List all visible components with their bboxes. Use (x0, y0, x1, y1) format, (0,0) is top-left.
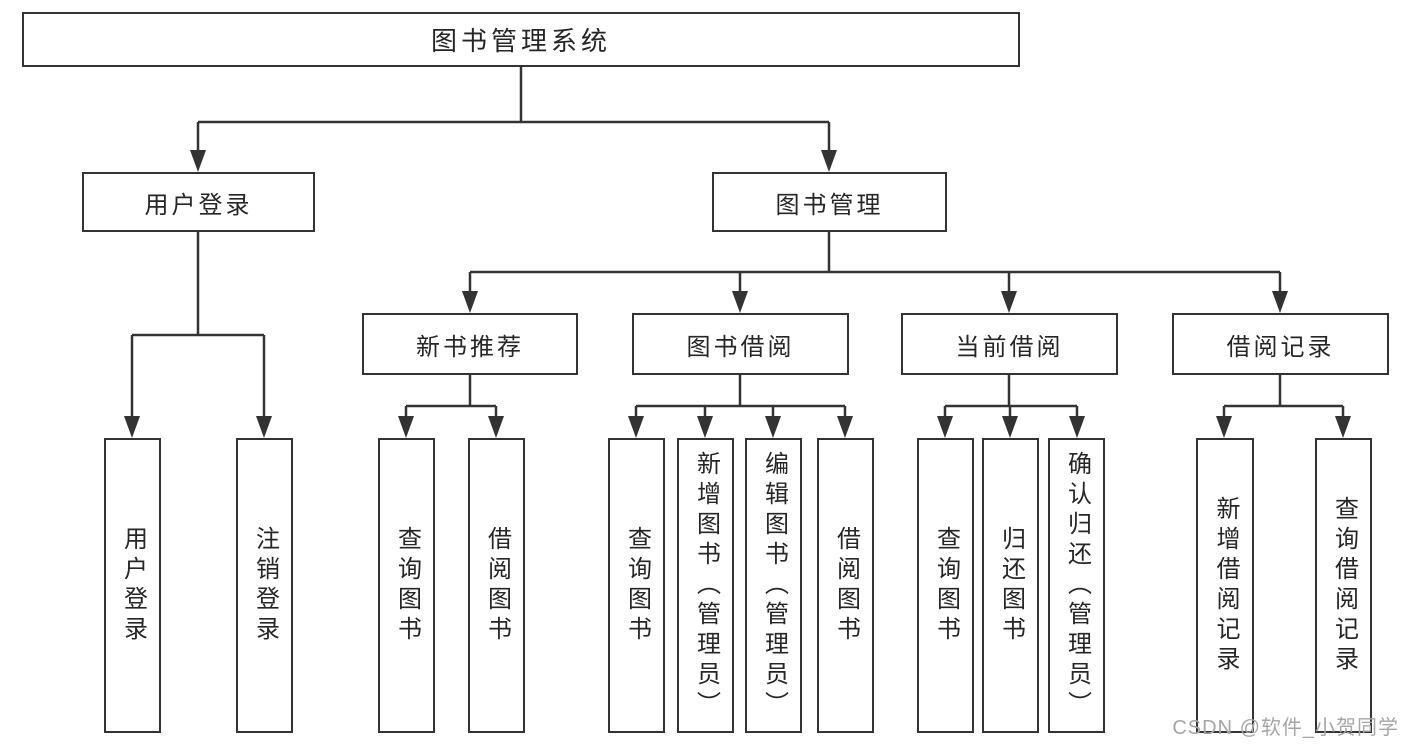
leaf-borrow-books-recommend: 借阅图书 (468, 438, 525, 733)
node-current-borrowing: 当前借阅 (901, 313, 1118, 375)
node-label: 确认归还（管理员） (1063, 450, 1091, 721)
leaf-query-borrow-record: 查询借阅记录 (1315, 438, 1372, 733)
node-label: 编辑图书（管理员） (760, 450, 788, 721)
csdn-watermark: CSDN @软件_小贺同学 (1172, 717, 1399, 739)
node-book-borrowing: 图书借阅 (632, 313, 849, 375)
node-label: 图书管理 (775, 191, 884, 219)
connector-current-borrow-leaves (943, 374, 1079, 418)
node-book-management: 图书管理 (712, 172, 947, 232)
connector-root-level2 (196, 67, 831, 152)
node-label: 新增借阅记录 (1212, 495, 1239, 676)
node-label: 图书借阅 (686, 333, 795, 361)
leaf-query-books-current: 查询图书 (917, 438, 974, 733)
node-label: 归还图书 (997, 525, 1025, 646)
arrow-icon (1335, 416, 1351, 438)
arrow-icon (398, 416, 414, 438)
node-root-system: 图书管理系统 (22, 12, 1020, 67)
leaf-borrow-books-borrowing: 借阅图书 (817, 438, 874, 733)
arrow-icon (1272, 291, 1288, 313)
node-label: 用户登录 (144, 191, 253, 219)
node-label: 注销登录 (251, 525, 279, 646)
connector-user-login-leaves (130, 232, 266, 418)
node-label: 新书推荐 (416, 333, 524, 361)
node-label: 查询图书 (623, 525, 651, 646)
arrow-icon (124, 416, 140, 438)
arrowheads (124, 150, 1351, 438)
arrow-icon (190, 150, 206, 172)
connector-new-book-leaves (404, 374, 498, 418)
connector-borrow-records-leaves (1222, 374, 1345, 418)
arrow-icon (765, 416, 781, 438)
arrow-icon (1001, 291, 1017, 313)
leaf-confirm-return-admin: 确认归还（管理员） (1048, 438, 1105, 733)
leaf-logout: 注销登录 (236, 438, 293, 733)
arrow-icon (488, 416, 504, 438)
node-label: 用户登录 (119, 525, 147, 646)
leaf-query-books-borrowing: 查询图书 (608, 438, 665, 733)
node-label: 查询借阅记录 (1330, 495, 1358, 676)
node-label: 借阅图书 (832, 525, 860, 646)
node-label: 图书管理系统 (430, 26, 611, 56)
leaf-edit-book-admin: 编辑图书（管理员） (745, 438, 802, 733)
node-label: 查询图书 (393, 525, 421, 646)
node-label: 新增图书（管理员） (692, 450, 720, 721)
node-borrow-records: 借阅记录 (1172, 313, 1389, 375)
leaf-add-borrow-record: 新增借阅记录 (1196, 438, 1254, 733)
arrow-icon (821, 150, 837, 172)
connector-book-mgmt-level3 (468, 232, 1282, 293)
leaf-add-book-admin: 新增图书（管理员） (677, 438, 734, 733)
node-label: 当前借阅 (955, 333, 1064, 361)
arrow-icon (937, 416, 953, 438)
arrow-icon (1069, 416, 1085, 438)
node-label: 查询图书 (932, 525, 960, 646)
arrow-icon (697, 416, 713, 438)
node-label: 借阅记录 (1226, 333, 1335, 361)
arrow-icon (732, 291, 748, 313)
arrow-icon (462, 291, 478, 313)
leaf-return-book: 归还图书 (982, 438, 1039, 733)
arrow-icon (837, 416, 853, 438)
leaf-user-login: 用户登录 (104, 438, 161, 733)
leaf-query-books-recommend: 查询图书 (378, 438, 435, 733)
connector-book-borrow-leaves (634, 374, 847, 418)
arrow-icon (1216, 416, 1232, 438)
node-user-login: 用户登录 (82, 172, 315, 232)
node-label: 借阅图书 (483, 525, 511, 646)
arrow-icon (256, 416, 272, 438)
arrow-icon (628, 416, 644, 438)
arrow-icon (1002, 416, 1018, 438)
node-new-book-recommend: 新书推荐 (362, 313, 578, 375)
